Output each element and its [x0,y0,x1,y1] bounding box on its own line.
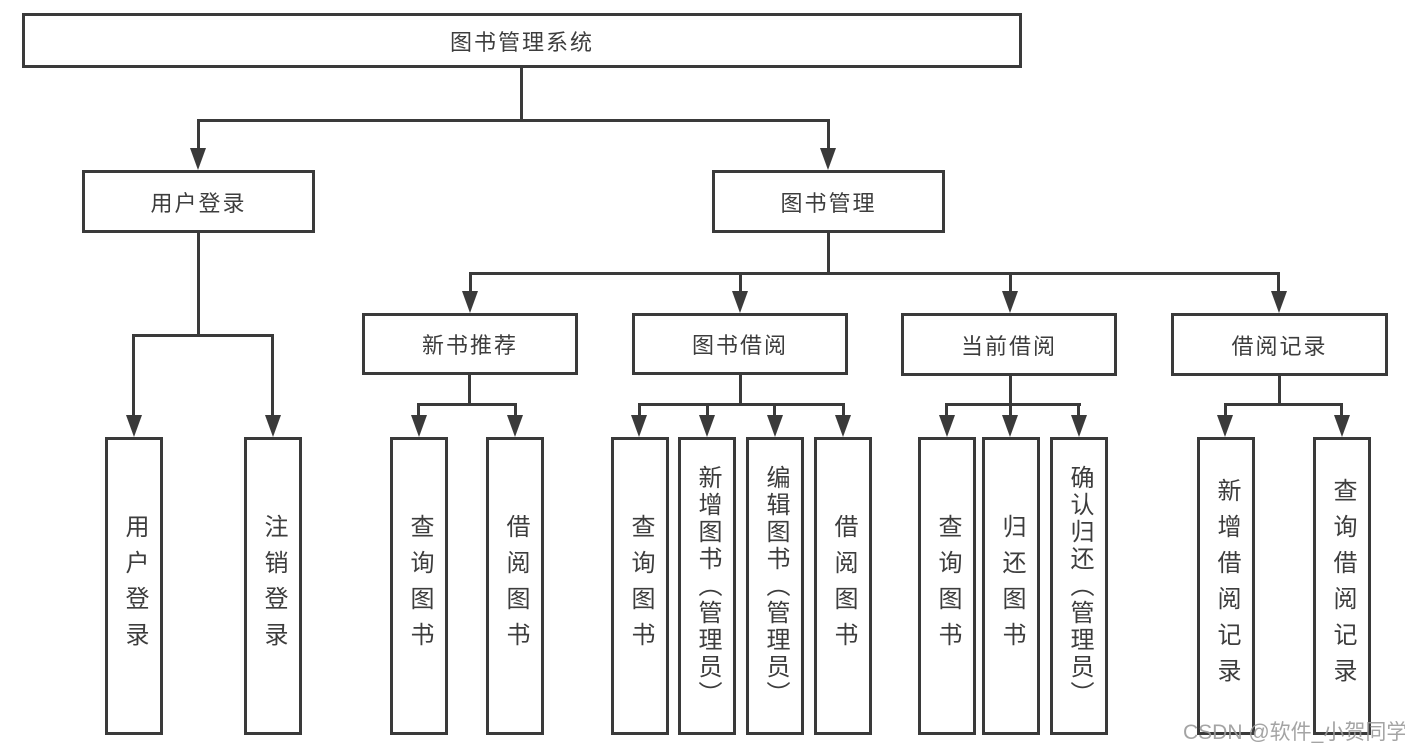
leaf-nb-query-book: 查询图书 [390,437,448,735]
node-label: 图书管理系统 [449,29,594,55]
csdn-watermark: CSDN @软件_小贺同学 [1183,721,1405,744]
arrowhead-bb-query [631,415,647,437]
connector-drop-book-borrow [739,272,742,293]
node-book-borrow: 图书借阅 [632,313,848,375]
connector-user-login-bar [132,334,274,337]
connector-root-bar [197,119,830,122]
leaf-label: 新增图书（管理员） [694,464,721,708]
arrowhead-cb-confirm [1071,415,1087,437]
connector-drop-br-query [1340,403,1343,417]
node-root-library-management-system: 图书管理系统 [22,13,1022,68]
connector-drop-leaf-user-login [132,334,135,419]
arrowhead-book-management [820,148,836,170]
connector-drop-borrow-record [1277,272,1280,293]
leaf-bb-borrow-book: 借阅图书 [814,437,872,735]
node-label: 新书推荐 [421,333,518,358]
connector-drop-cb-confirm [1077,403,1080,417]
arrowhead-borrow-record [1271,291,1287,313]
connector-current-borrow-stem [1009,376,1012,406]
leaf-label: 新增借阅记录 [1213,478,1240,694]
connector-drop-br-add [1224,403,1227,417]
leaf-label: 归还图书 [998,514,1025,658]
node-borrow-record: 借阅记录 [1171,313,1388,376]
leaf-label: 借阅图书 [830,514,857,658]
arrowhead-nb-borrow [507,415,523,437]
connector-drop-bb-edit [773,403,776,417]
arrowhead-leaf-user-login [126,415,142,437]
connector-drop-nb-query [417,403,420,417]
leaf-label: 查询图书 [406,514,433,658]
arrowhead-user-login [190,148,206,170]
connector-book-borrow-bar [638,403,845,406]
arrowhead-cb-return [1002,415,1018,437]
connector-drop-bb-add [706,403,709,417]
connector-book-borrow-stem [739,375,742,406]
leaf-cb-query-book: 查询图书 [918,437,976,735]
leaf-label: 查询图书 [934,514,961,658]
connector-new-book-bar [417,403,517,406]
connector-drop-bb-borrow [842,403,845,417]
connector-drop-leaf-logout [271,334,274,419]
arrowhead-bb-edit [767,415,783,437]
leaf-label: 用户登录 [121,514,148,658]
connector-book-management-stem [827,233,830,275]
leaf-br-add-record: 新增借阅记录 [1197,437,1255,735]
connector-drop-user-login [197,119,200,152]
connector-book-management-bar [469,272,1280,275]
leaf-nb-borrow-book: 借阅图书 [486,437,544,735]
leaf-br-query-record: 查询借阅记录 [1313,437,1371,735]
arrowhead-nb-query [411,415,427,437]
connector-drop-new-book [469,272,472,293]
connector-root-stem [520,68,523,121]
node-new-book-recommend: 新书推荐 [362,313,578,375]
arrowhead-cb-query [939,415,955,437]
leaf-label: 编辑图书（管理员） [762,464,789,708]
leaf-label: 查询借阅记录 [1329,478,1356,694]
node-current-borrow: 当前借阅 [901,313,1117,376]
arrowhead-current-borrow [1002,291,1018,313]
node-label: 当前借阅 [960,333,1057,359]
leaf-cb-confirm-return-admin: 确认归还（管理员） [1050,437,1108,735]
arrowhead-leaf-logout [265,415,281,437]
leaf-bb-edit-book-admin: 编辑图书（管理员） [746,437,804,735]
connector-borrow-record-bar [1224,403,1343,406]
node-user-login: 用户登录 [82,170,315,233]
connector-user-login-stem [197,233,200,337]
leaf-label: 注销登录 [260,514,287,658]
node-label: 借阅记录 [1231,333,1328,359]
node-label: 图书借阅 [691,333,788,358]
arrowhead-book-borrow [732,291,748,313]
leaf-logout: 注销登录 [244,437,302,735]
connector-drop-cb-query [945,403,948,417]
leaf-bb-query-book: 查询图书 [611,437,669,735]
node-book-management: 图书管理 [712,170,945,233]
leaf-user-login: 用户登录 [105,437,163,735]
connector-current-borrow-bar [945,403,1081,406]
connector-drop-cb-return [1009,403,1012,417]
arrowhead-br-query [1334,415,1350,437]
node-label: 用户登录 [150,190,247,216]
leaf-cb-return-book: 归还图书 [982,437,1040,735]
connector-new-book-stem [468,375,471,406]
connector-drop-bb-query [638,403,641,417]
arrowhead-bb-add [699,415,715,437]
node-label: 图书管理 [780,190,877,216]
leaf-bb-add-book-admin: 新增图书（管理员） [678,437,736,735]
connector-drop-book-management [827,119,830,152]
connector-borrow-record-stem [1278,376,1281,406]
arrowhead-bb-borrow [835,415,851,437]
arrowhead-br-add [1217,415,1233,437]
connector-drop-nb-borrow [514,403,517,417]
arrowhead-new-book [462,291,478,313]
leaf-label: 借阅图书 [502,514,529,658]
leaf-label: 确认归还（管理员） [1066,464,1093,708]
leaf-label: 查询图书 [627,514,654,658]
connector-drop-current-borrow [1009,272,1012,293]
